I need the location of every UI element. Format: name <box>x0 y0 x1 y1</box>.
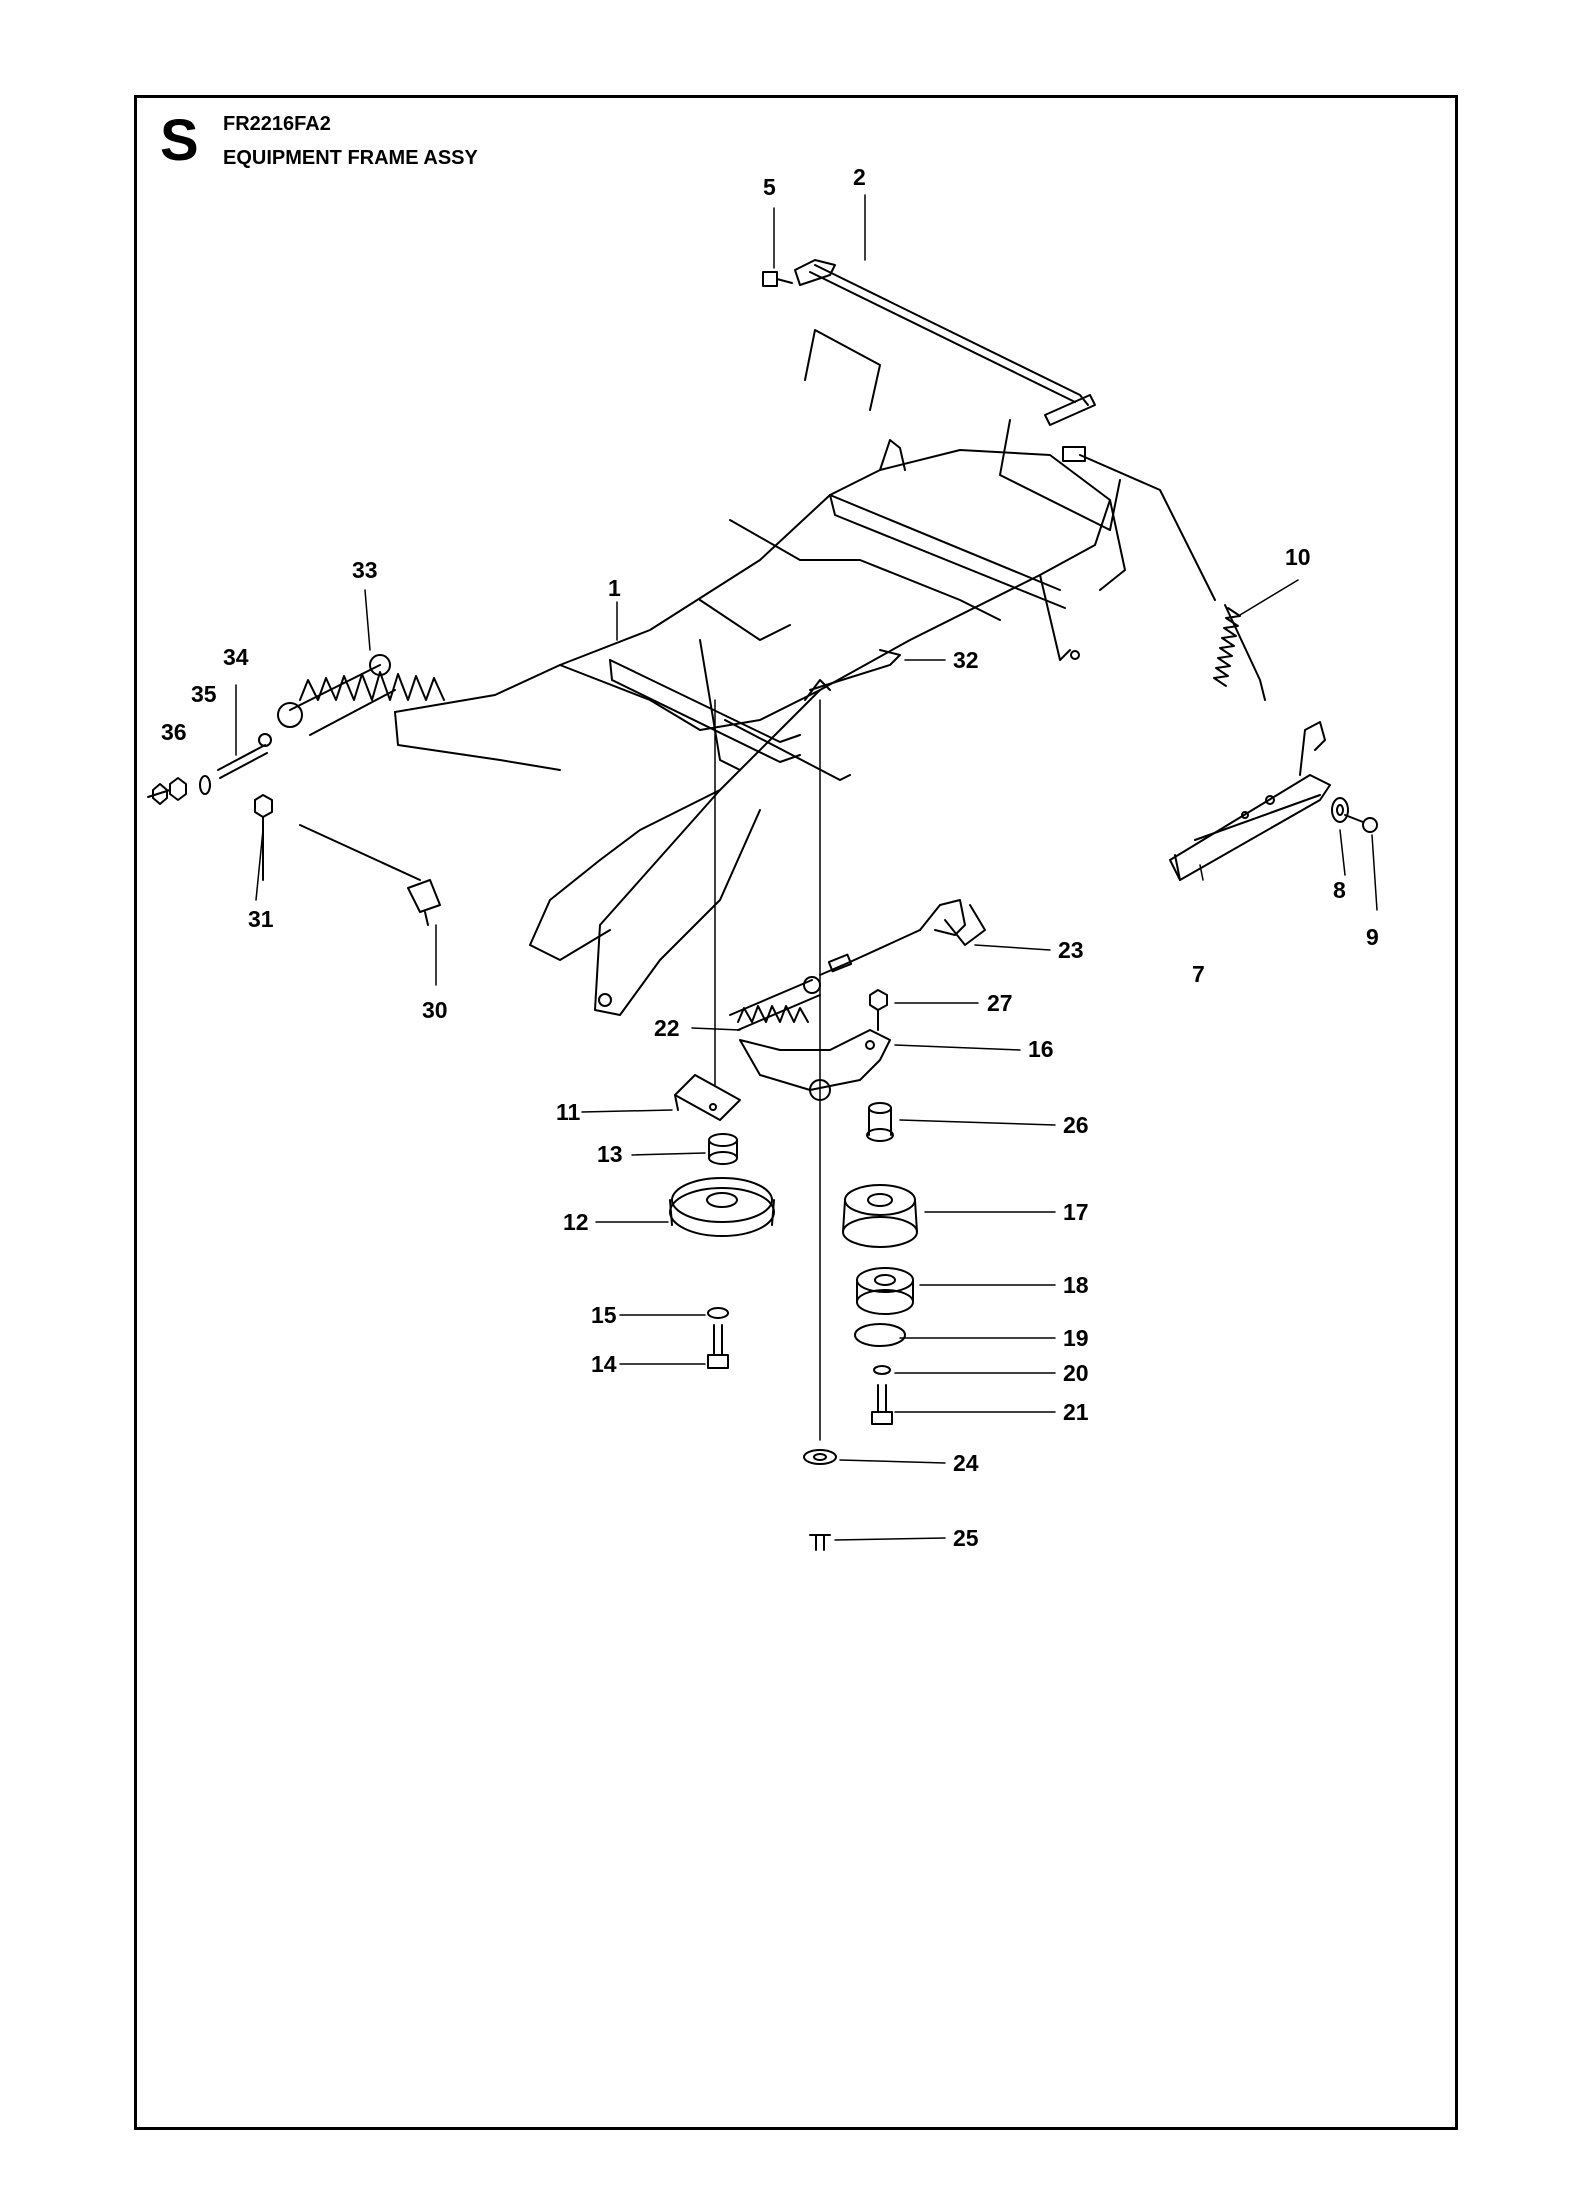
callout-35: 35 <box>191 681 217 707</box>
spring-part-10 <box>1079 454 1266 701</box>
callout-2: 2 <box>853 164 866 190</box>
cross-rod-part <box>794 259 1121 531</box>
nut-part-31 <box>254 794 273 881</box>
washer-part-35 <box>199 775 211 795</box>
callout-14: 14 <box>591 1351 617 1377</box>
callout-19: 19 <box>1063 1325 1089 1351</box>
bolt-part-21 <box>871 1384 893 1425</box>
callout-23: 23 <box>1058 937 1084 963</box>
callout-15: 15 <box>591 1302 617 1328</box>
pulley-part-17 <box>842 1184 918 1248</box>
screw-part-5 <box>762 271 793 287</box>
callout-10: 10 <box>1285 544 1311 570</box>
callout-32: 32 <box>953 647 979 673</box>
washer-part-15 <box>707 1307 729 1319</box>
diagram-code: FR2216FA2 <box>223 113 331 135</box>
callout-11: 11 <box>556 1099 581 1125</box>
washer-part-8 <box>1331 797 1349 823</box>
callout-34: 34 <box>223 644 249 670</box>
retaining-ring-part-19 <box>854 1323 906 1347</box>
callout-21: 21 <box>1063 1399 1089 1425</box>
nut-part-36 <box>147 777 187 805</box>
bolt-part-30 <box>299 824 441 926</box>
callout-26: 26 <box>1063 1112 1089 1138</box>
bolt-part-34 <box>217 733 272 779</box>
screw-part-9 <box>1344 814 1378 833</box>
idler-pulley-part-12 <box>669 1177 775 1237</box>
callout-labels: 1 2 5 7 8 9 10 11 12 13 14 15 16 17 18 1… <box>161 164 1379 1551</box>
equipment-frame-part <box>394 439 1126 1016</box>
callout-17: 17 <box>1063 1199 1089 1225</box>
idler-arm-part-16 <box>739 1029 891 1101</box>
callout-36: 36 <box>161 719 187 745</box>
cable-part-23 <box>819 899 986 976</box>
callout-31: 31 <box>248 906 274 932</box>
callout-12: 12 <box>563 1209 589 1235</box>
diagram-title: EQUIPMENT FRAME ASSY <box>223 147 478 169</box>
lever-part-7 <box>1169 721 1331 881</box>
callout-33: 33 <box>352 557 378 583</box>
callout-5: 5 <box>763 174 776 200</box>
hook-part-32 <box>804 649 901 701</box>
nut-part-27 <box>869 989 888 1031</box>
bracket-part-11 <box>674 1074 741 1121</box>
callout-24: 24 <box>953 1450 979 1476</box>
bolt-part-14 <box>707 1324 729 1369</box>
callout-18: 18 <box>1063 1272 1089 1298</box>
callout-25: 25 <box>953 1525 979 1551</box>
callout-13: 13 <box>597 1141 623 1167</box>
callout-7: 7 <box>1192 961 1205 987</box>
callout-16: 16 <box>1028 1036 1054 1062</box>
spacer-part-13 <box>708 1133 738 1165</box>
callout-27: 27 <box>987 990 1013 1016</box>
callout-20: 20 <box>1063 1360 1089 1386</box>
callout-30: 30 <box>422 997 448 1023</box>
callout-22: 22 <box>654 1015 680 1041</box>
bearing-part-18 <box>856 1267 914 1315</box>
section-letter: S <box>160 108 199 173</box>
washer-part-20 <box>873 1365 891 1375</box>
callout-9: 9 <box>1366 924 1379 950</box>
washer-part-24 <box>803 1449 837 1465</box>
callout-8: 8 <box>1333 877 1346 903</box>
screw-part-25 <box>809 1534 831 1551</box>
callout-1: 1 <box>608 575 621 601</box>
spacer-part-26 <box>866 1102 894 1142</box>
spring-part-33 <box>277 654 445 736</box>
spring-part-22 <box>729 976 821 1031</box>
page-frame <box>134 95 1458 2130</box>
